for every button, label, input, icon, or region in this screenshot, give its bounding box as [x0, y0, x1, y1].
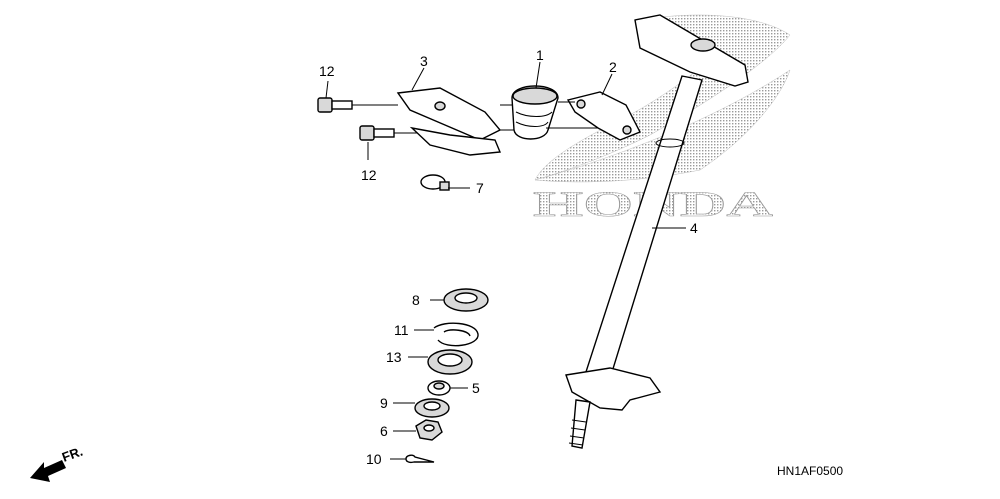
clip-part-7[interactable]: [420, 174, 450, 191]
callout-3: 3: [420, 53, 428, 69]
holder-eye: [434, 101, 446, 111]
holder-part-3[interactable]: [396, 87, 502, 156]
callout-6: 6: [380, 423, 388, 439]
bolt-part-12-upper[interactable]: [317, 97, 353, 113]
callout-12-upper: 12: [319, 63, 335, 79]
front-label: FR.: [60, 444, 85, 465]
shaft-top-plate: [634, 14, 749, 87]
bolt-head: [317, 97, 333, 113]
callout-13: 13: [386, 349, 402, 365]
shaft-thread: [568, 419, 587, 446]
bushing-top: [512, 87, 558, 105]
bolt-shank: [373, 128, 395, 138]
cotter-pin-part-10[interactable]: [405, 454, 435, 464]
shaft-collar: [655, 138, 685, 148]
callout-2: 2: [609, 59, 617, 75]
shaft-lower-arm: [565, 367, 662, 411]
callout-5: 5: [472, 380, 480, 396]
seal-part-9[interactable]: [414, 398, 450, 418]
bushing-ribs: [515, 111, 553, 127]
callout-4: 4: [690, 220, 698, 236]
callout-labels: 1 2 3 4 5 6 7 8 9 10 11 12 12 13: [319, 47, 698, 467]
callout-1: 1: [536, 47, 544, 63]
pin-body: [405, 454, 435, 464]
circlip-ring: [433, 322, 479, 347]
callout-10: 10: [366, 451, 382, 467]
bearing-inner: [437, 353, 463, 367]
holder-lower: [409, 126, 502, 156]
collar-hole: [433, 382, 445, 390]
holder-upper: [396, 87, 502, 141]
shaft-top-boss: [690, 38, 716, 52]
cap-hole-a: [576, 99, 586, 109]
steering-shaft-part-4[interactable]: [565, 14, 749, 449]
shaft-spindle: [571, 399, 591, 449]
bolt-head: [359, 125, 375, 141]
front-direction-indicator: FR.: [30, 444, 85, 482]
bearing-part-13[interactable]: [427, 349, 473, 375]
diagram-code: HN1AF0500: [777, 464, 843, 478]
dust-seal-part-8[interactable]: [443, 288, 489, 312]
bolt-shank: [331, 100, 353, 110]
callout-12-lower: 12: [361, 167, 377, 183]
clip-tab: [439, 181, 450, 191]
leader-lines: [325, 61, 686, 460]
bolt-part-12-lower[interactable]: [359, 125, 395, 141]
callout-7: 7: [476, 180, 484, 196]
nut-hole: [423, 424, 435, 432]
holder-cap-part-2[interactable]: [566, 91, 641, 141]
callout-9: 9: [380, 395, 388, 411]
callout-8: 8: [412, 292, 420, 308]
cap-hole-b: [622, 125, 632, 135]
collar-part-5[interactable]: [427, 380, 451, 396]
callout-11: 11: [394, 322, 409, 338]
seal-inner: [423, 401, 441, 411]
cap-body: [566, 91, 641, 141]
seal-inner: [454, 292, 478, 304]
circlip-part-11[interactable]: [433, 322, 479, 347]
bushing-part-1[interactable]: [511, 85, 559, 140]
front-arrow-icon: [30, 460, 66, 482]
nut-part-6[interactable]: [415, 419, 443, 441]
